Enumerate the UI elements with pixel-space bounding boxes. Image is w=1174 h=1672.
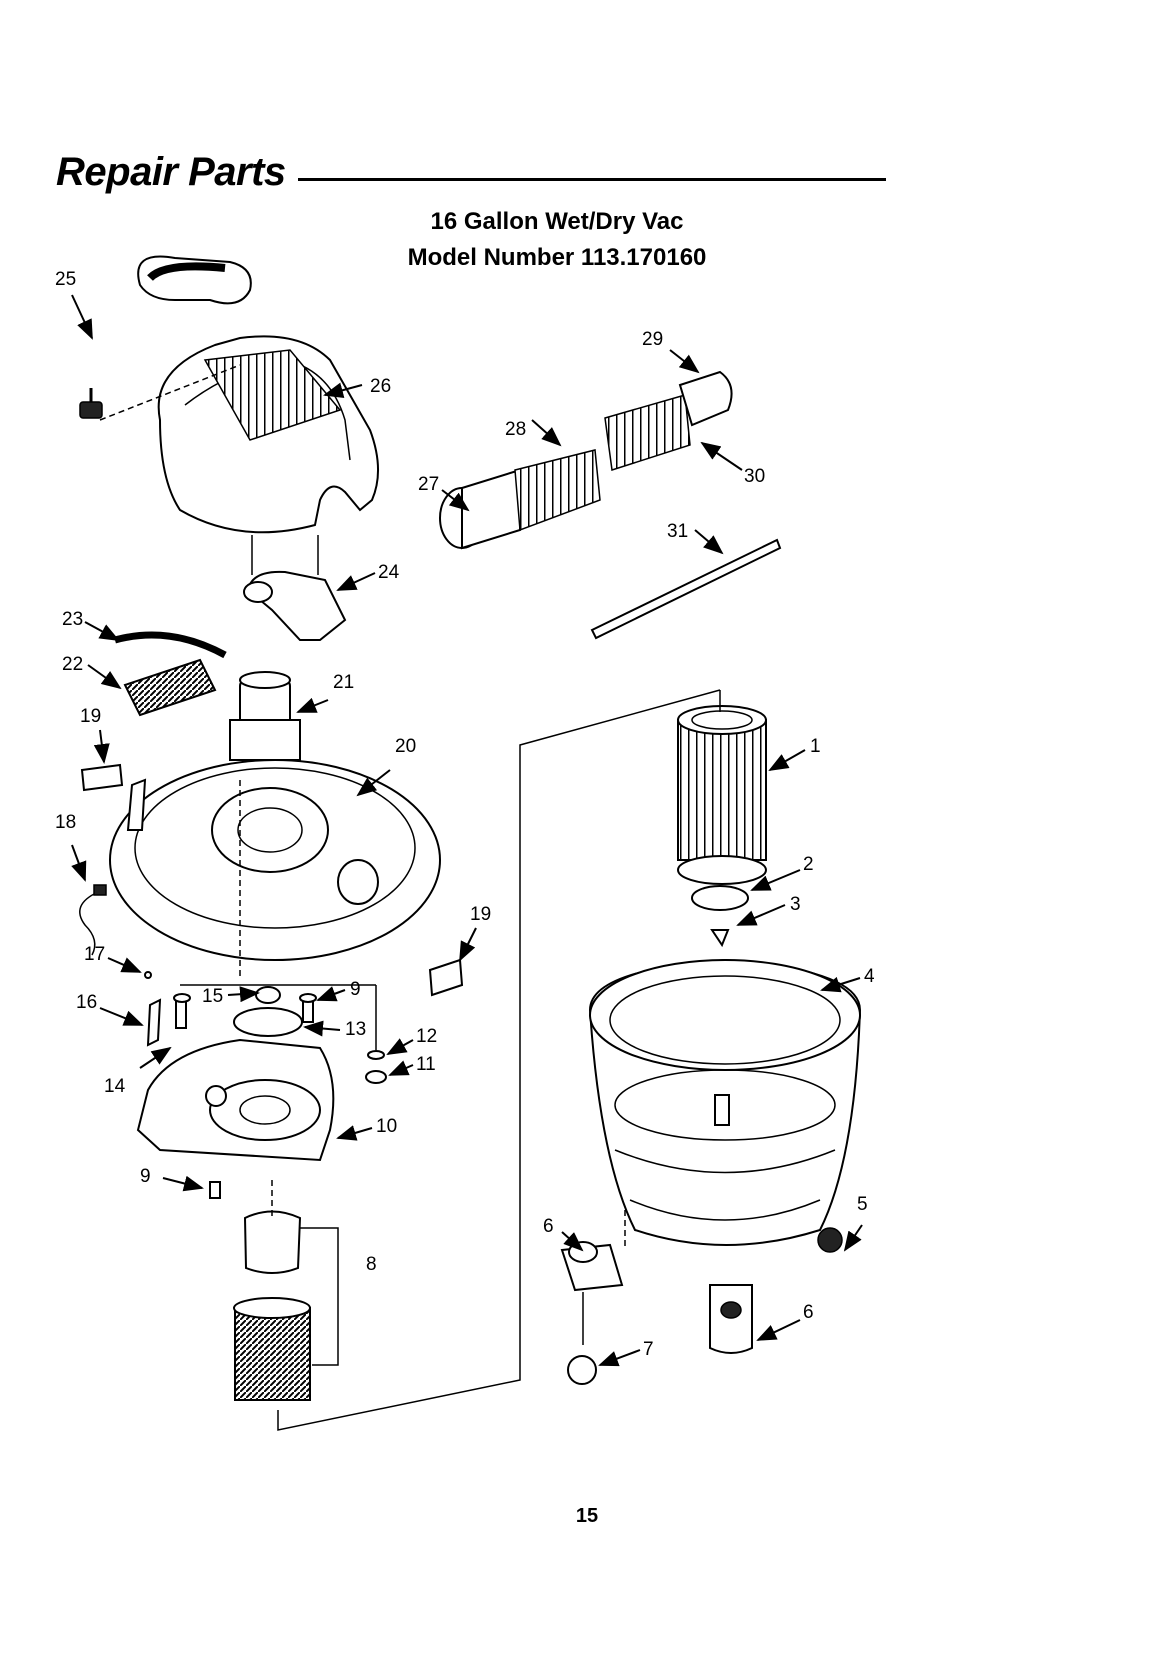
callout-27: 27 <box>418 474 439 495</box>
callout-1: 1 <box>810 736 821 757</box>
callout-29: 29 <box>642 329 663 350</box>
callout-labels: 25 26 29 28 30 27 31 24 23 22 21 19 20 1… <box>55 269 875 1360</box>
callout-6-right: 6 <box>803 1302 814 1323</box>
fasteners-shape <box>144 971 387 1084</box>
cord-shape <box>79 778 147 956</box>
callout-5: 5 <box>857 1194 868 1215</box>
callout-24: 24 <box>378 562 400 583</box>
switch-shape <box>79 364 241 421</box>
callout-31: 31 <box>667 521 688 542</box>
callout-9-upper: 9 <box>350 979 361 1000</box>
callout-14: 14 <box>104 1076 126 1097</box>
callout-19-left: 19 <box>80 706 101 727</box>
callout-7: 7 <box>643 1339 654 1360</box>
callout-10: 10 <box>376 1116 397 1137</box>
latch-shape <box>80 763 464 997</box>
callout-26: 26 <box>370 376 391 397</box>
callout-22: 22 <box>62 654 83 675</box>
filter-shape <box>677 705 767 948</box>
callout-30: 30 <box>744 466 765 487</box>
callout-3: 3 <box>790 894 801 915</box>
product-name: 16 Gallon Wet/Dry Vac <box>430 208 684 235</box>
callout-6-left: 6 <box>543 1216 554 1237</box>
callout-13: 13 <box>345 1019 366 1040</box>
connector-lines <box>277 689 721 1431</box>
callout-21: 21 <box>333 672 354 693</box>
callout-11: 11 <box>416 1054 436 1075</box>
callout-28: 28 <box>505 419 526 440</box>
callout-4: 4 <box>864 966 875 987</box>
page-number: 15 <box>575 1505 599 1527</box>
callout-2: 2 <box>803 854 814 875</box>
diffuser-shape <box>243 535 347 641</box>
motor-base-shape <box>136 1038 335 1199</box>
wand-shape <box>590 538 782 640</box>
muffler-shape <box>114 631 227 717</box>
callout-18: 18 <box>55 812 76 833</box>
caster-shape <box>560 1241 753 1385</box>
callout-20: 20 <box>395 736 416 757</box>
drum-shape <box>588 958 862 1253</box>
float-cage-shape <box>233 1180 311 1401</box>
motor-cover-shape <box>137 255 380 534</box>
page-title: Repair Parts <box>56 150 286 194</box>
callout-8: 8 <box>366 1254 377 1275</box>
callout-25: 25 <box>55 269 76 290</box>
model-number: Model Number 113.170160 <box>407 244 707 271</box>
lid-shape <box>109 759 441 980</box>
callout-9-lower: 9 <box>140 1166 151 1187</box>
callout-17: 17 <box>84 944 105 965</box>
title-rule <box>298 178 886 181</box>
callout-19-right: 19 <box>470 904 491 925</box>
callout-23: 23 <box>62 609 83 630</box>
callout-16: 16 <box>76 992 97 1013</box>
callout-arrows <box>71 294 863 1367</box>
hose-shape <box>439 370 733 550</box>
callout-12: 12 <box>416 1026 437 1047</box>
callout-15: 15 <box>202 986 223 1007</box>
